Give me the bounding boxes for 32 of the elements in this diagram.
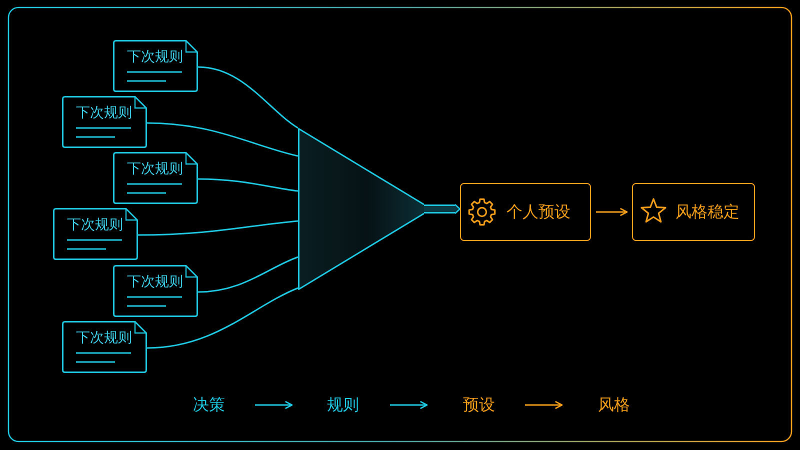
funnel-shape <box>298 128 424 290</box>
connector-line <box>198 66 298 129</box>
document-card <box>113 152 198 204</box>
box-label: 个人预设 <box>506 202 570 222</box>
arrow <box>255 401 293 409</box>
step-label: 规则 <box>327 395 359 415</box>
document-title: 下次规则 <box>127 273 183 291</box>
step-label: 风格 <box>598 395 630 415</box>
document-card <box>113 265 198 317</box>
connector-line <box>198 256 298 293</box>
process-box <box>632 183 755 241</box>
document-card <box>62 96 147 148</box>
arrow <box>525 401 563 409</box>
document-title: 下次规则 <box>76 329 132 347</box>
document-title: 下次规则 <box>67 216 123 234</box>
document-card <box>113 40 198 92</box>
box-label: 风格稳定 <box>676 202 740 222</box>
arrow <box>390 401 428 409</box>
document-title: 下次规则 <box>127 160 183 178</box>
document-card <box>53 208 138 260</box>
document-title: 下次规则 <box>76 104 132 122</box>
process-box <box>460 183 591 241</box>
spout-arrow <box>424 204 461 214</box>
arrow <box>596 208 628 216</box>
connector-line <box>146 287 298 349</box>
connector-line <box>198 178 298 192</box>
document-title: 下次规则 <box>127 48 183 66</box>
connector-line <box>138 220 298 236</box>
step-label: 决策 <box>193 395 225 415</box>
document-card <box>62 321 147 373</box>
connector-line <box>146 122 298 157</box>
step-label: 预设 <box>463 395 495 415</box>
